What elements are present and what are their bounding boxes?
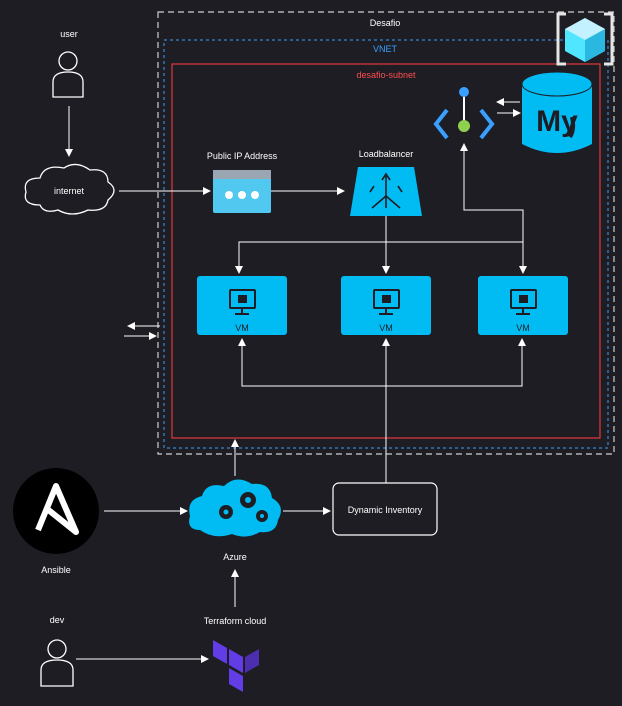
azure-label: Azure xyxy=(223,552,247,562)
azure-cloud-icon xyxy=(189,479,281,537)
vm2-label: VM xyxy=(379,323,393,333)
ansible-icon xyxy=(13,468,99,554)
vm1-icon: VM xyxy=(197,276,287,335)
vm1-label: VM xyxy=(235,323,249,333)
user-label: user xyxy=(60,29,78,39)
internet-label: internet xyxy=(54,186,85,196)
edge-inventory-vm3 xyxy=(386,338,526,387)
dev-icon xyxy=(40,639,74,687)
public-ip-label: Public IP Address xyxy=(207,151,278,161)
mysql-database-icon: My xyxy=(521,71,593,153)
user-icon xyxy=(52,51,84,98)
loadbalancer-label: Loadbalancer xyxy=(359,149,414,159)
edge-inventory-vms xyxy=(238,338,387,483)
vnet-label: VNET xyxy=(373,44,398,54)
dev-label: dev xyxy=(50,615,65,625)
vm3-label: VM xyxy=(516,323,530,333)
dynamic-inventory-box xyxy=(332,482,438,536)
edge-vm3-connection xyxy=(460,143,524,242)
resource-group-icon xyxy=(556,12,614,66)
terraform-icon xyxy=(213,640,259,692)
terraform-label: Terraform cloud xyxy=(204,616,267,626)
internet-cloud xyxy=(24,163,115,215)
public-ip-icon xyxy=(213,170,271,213)
ansible-label: Ansible xyxy=(41,565,71,575)
connection-icon xyxy=(433,87,495,140)
desafio-label: Desafio xyxy=(370,18,401,28)
loadbalancer-icon xyxy=(350,167,422,216)
dynamic-inventory-label: Dynamic Inventory xyxy=(348,505,423,515)
vm2-icon: VM xyxy=(341,276,431,335)
edge-lb-vm1 xyxy=(235,241,523,274)
vm3-icon: VM xyxy=(478,276,568,335)
subnet-label: desafio-subnet xyxy=(356,70,416,80)
